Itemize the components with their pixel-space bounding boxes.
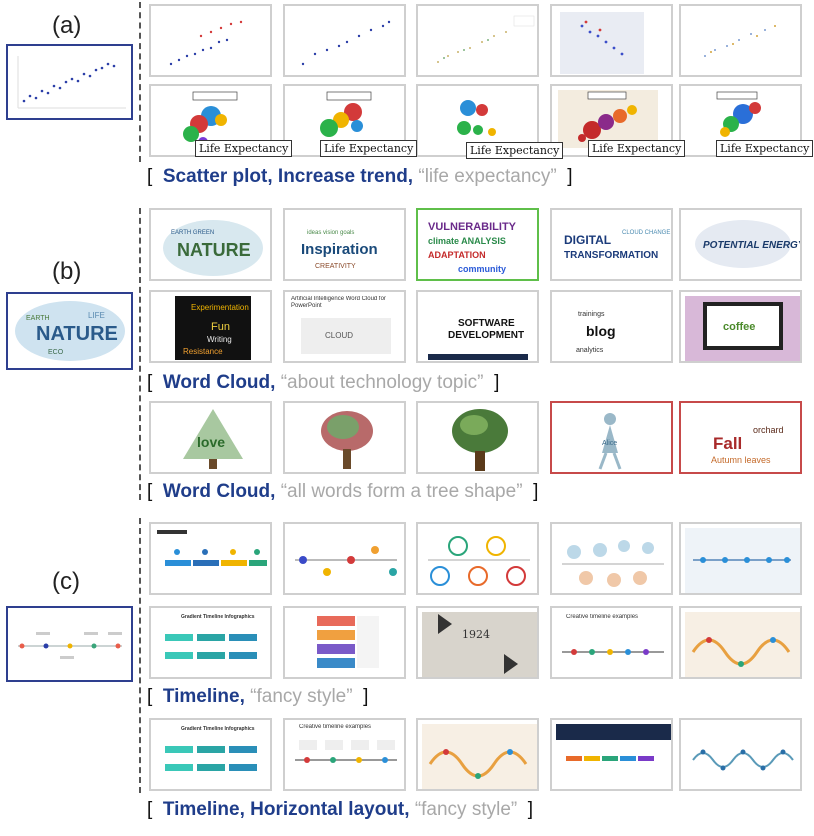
wordcloud-result-5[interactable]: POTENTIAL ENERGY [679, 208, 802, 281]
svg-text:NATURE: NATURE [177, 240, 251, 260]
svg-text:coffee: coffee [723, 321, 755, 333]
query-scatter-thumb[interactable] [6, 44, 133, 120]
section-c-label: (c) [52, 568, 80, 595]
timeline-result-5[interactable] [679, 522, 802, 595]
svg-text:POTENTIAL ENERGY: POTENTIAL ENERGY [703, 240, 802, 251]
divider-a [139, 2, 141, 162]
svg-text:EARTH GREEN: EARTH GREEN [171, 230, 214, 236]
timeline-result-7[interactable] [283, 606, 406, 679]
svg-text:ADAPTATION: ADAPTATION [428, 250, 486, 260]
nature-word: NATURE [36, 323, 118, 345]
timeline-result-4[interactable] [550, 522, 673, 595]
scatter-result-5[interactable] [679, 4, 802, 77]
life-expectancy-label-4: Life Expectancy [588, 140, 686, 157]
bubble-result-4[interactable] [550, 84, 673, 157]
svg-text:TRANSFORMATION: TRANSFORMATION [564, 250, 658, 261]
svg-text:orchard: orchard [753, 425, 784, 435]
svg-text:analytics: analytics [576, 347, 604, 354]
svg-text:CLOUD CHANGE: CLOUD CHANGE [622, 230, 670, 236]
query-wordcloud-thumb[interactable]: NATURE EARTH LIFE ECO [6, 292, 133, 370]
timeline-result-12[interactable]: Creative timeline examples [283, 718, 406, 791]
life-expectancy-label-1: Life Expectancy [195, 140, 293, 157]
timeline-result-2[interactable] [283, 522, 406, 595]
svg-text:LIFE: LIFE [88, 311, 105, 320]
wordcloud-result-8[interactable]: SOFTWARE DEVELOPMENT [416, 290, 539, 363]
timeline-result-14[interactable] [550, 718, 673, 791]
scatter-result-2[interactable] [283, 4, 406, 77]
svg-text:CLOUD: CLOUD [325, 331, 353, 340]
wordcloud-result-4[interactable]: DIGITAL TRANSFORMATION CLOUD CHANGE [550, 208, 673, 281]
svg-text:Fun: Fun [211, 321, 230, 333]
divider-b [139, 208, 141, 500]
svg-text:Resistance: Resistance [183, 347, 223, 356]
svg-text:climate ANALYSIS: climate ANALYSIS [428, 236, 506, 246]
timeline-result-15[interactable] [679, 718, 802, 791]
svg-text:EARTH: EARTH [26, 315, 50, 322]
tree-cloud-result-5[interactable]: Fall orchard Autumn leaves [679, 401, 802, 474]
svg-text:SOFTWARE: SOFTWARE [458, 318, 515, 329]
svg-text:ECO: ECO [48, 349, 64, 356]
svg-text:DIGITAL: DIGITAL [564, 233, 611, 247]
svg-text:CREATIVITY: CREATIVITY [315, 263, 356, 270]
wordcloud-result-10[interactable]: coffee [679, 290, 802, 363]
wordcloud-result-3[interactable]: VULNERABILITY climate ANALYSIS ADAPTATIO… [416, 208, 539, 281]
tree-cloud-result-2[interactable] [283, 401, 406, 474]
tree-cloud-result-1[interactable]: love [149, 401, 272, 474]
svg-text:VULNERABILITY: VULNERABILITY [428, 221, 517, 233]
svg-text:love: love [197, 434, 225, 450]
svg-text:ideas vision goals: ideas vision goals [307, 230, 354, 236]
wordcloud-result-1[interactable]: NATURE EARTH GREEN [149, 208, 272, 281]
timeline-result-10[interactable] [679, 606, 802, 679]
timeline-result-3[interactable] [416, 522, 539, 595]
svg-text:Experimentation: Experimentation [191, 303, 249, 312]
wordcloud-result-7[interactable]: Artificial Intelligence Word Cloud for P… [283, 290, 406, 363]
section-b-label: (b) [52, 258, 82, 285]
life-expectancy-label-5: Life Expectancy [716, 140, 814, 157]
timeline-result-8[interactable]: 1924 [416, 606, 539, 679]
caption-c2: [ Timeline, Horizontal layout, “fancy st… [147, 799, 534, 820]
scatter-result-1[interactable] [149, 4, 272, 77]
svg-text:community: community [458, 264, 506, 274]
svg-text:Autumn leaves: Autumn leaves [711, 455, 771, 465]
caption-a: [ Scatter plot, Increase trend, “life ex… [147, 166, 573, 187]
timeline-result-13[interactable] [416, 718, 539, 791]
tree-cloud-result-4[interactable]: Alice [550, 401, 673, 474]
caption-b1: [ Word Cloud, “about technology topic” ] [147, 372, 500, 393]
svg-text:Fall: Fall [713, 434, 742, 453]
svg-text:Writing: Writing [207, 335, 232, 344]
scatter-result-4[interactable] [550, 4, 673, 77]
wordcloud-result-2[interactable]: Inspiration ideas vision goals CREATIVIT… [283, 208, 406, 281]
timeline-result-11[interactable]: Gradient Timeline Infographics [149, 718, 272, 791]
svg-text:Alice: Alice [602, 440, 617, 447]
divider-c [139, 518, 141, 793]
svg-text:trainings: trainings [578, 311, 605, 318]
life-expectancy-label-2: Life Expectancy [320, 140, 418, 157]
timeline-result-9[interactable]: Creative timeline examples [550, 606, 673, 679]
life-expectancy-label-3: Life Expectancy [466, 142, 564, 159]
svg-text:blog: blog [586, 323, 616, 339]
timeline-result-6[interactable]: Gradient Timeline Infographics [149, 606, 272, 679]
wordcloud-result-9[interactable]: blog trainings analytics [550, 290, 673, 363]
svg-text:Inspiration: Inspiration [301, 241, 378, 258]
caption-b2: [ Word Cloud, “all words form a tree sha… [147, 481, 539, 502]
svg-text:DEVELOPMENT: DEVELOPMENT [448, 330, 524, 341]
tree-cloud-result-3[interactable] [416, 401, 539, 474]
query-timeline-thumb[interactable] [6, 606, 133, 682]
svg-text:1924: 1924 [462, 628, 490, 641]
section-a-label: (a) [52, 12, 82, 39]
caption-c1: [ Timeline, “fancy style” ] [147, 686, 369, 707]
scatter-result-3[interactable] [416, 4, 539, 77]
timeline-result-1[interactable] [149, 522, 272, 595]
wordcloud-result-6[interactable]: Experimentation Fun Writing Resistance [149, 290, 272, 363]
